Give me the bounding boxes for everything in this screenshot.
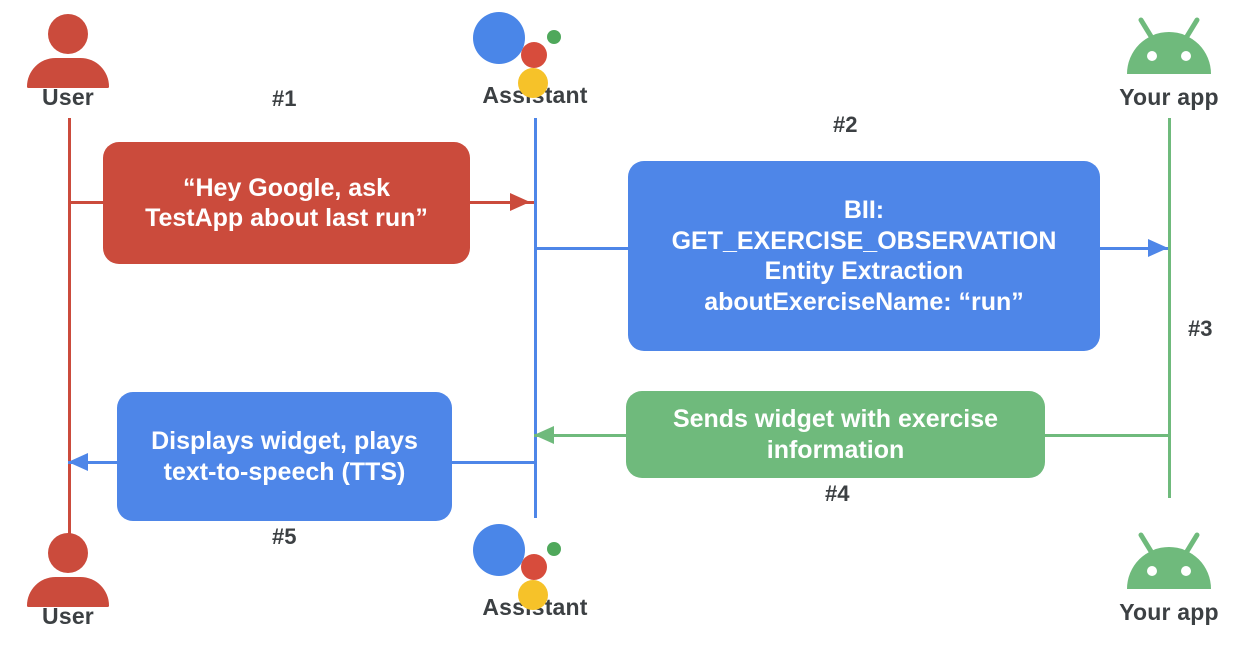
assistant-green-dot (547, 30, 561, 44)
message-2-line-3: Entity Extraction (764, 257, 964, 285)
actor-user-top: User (0, 8, 148, 109)
assistant-blue-dot (473, 524, 525, 576)
assistant-red-dot (521, 42, 547, 68)
user-icon (0, 527, 148, 607)
user-icon (0, 8, 148, 88)
message-box-5: Displays widget, plays text-to-speech (T… (117, 392, 452, 521)
google-assistant-icon (455, 6, 615, 98)
message-1-line-2: TestApp about last run” (145, 204, 428, 232)
assistant-green-dot (547, 542, 561, 556)
lifeline-your-app (1168, 118, 1171, 498)
connector-bii-box-to-app (1100, 247, 1168, 250)
step-label-4: #4 (825, 481, 850, 506)
arrowhead-app-to-assistant (534, 426, 554, 444)
user-head-shape (48, 14, 88, 54)
arrowhead-user-to-assistant (510, 193, 530, 211)
arrowhead-bii-box-to-app (1148, 239, 1168, 257)
step-label-5: #5 (272, 524, 297, 549)
message-box-4: Sends widget with exercise information (626, 391, 1045, 478)
actor-label-user-top: User (42, 84, 94, 110)
message-box-1: “Hey Google, ask TestApp about last run” (103, 142, 470, 264)
actor-user-bottom: User (0, 527, 148, 628)
actor-assistant-bottom: Assistant (455, 518, 615, 619)
message-5-line-1: Displays widget, plays (151, 427, 418, 455)
android-icon (1089, 523, 1244, 601)
message-2-line-4: aboutExerciseName: “run” (704, 287, 1024, 316)
android-icon-svg (1127, 17, 1211, 74)
actor-label-your-app-bottom: Your app (1119, 599, 1219, 625)
step-label-2: #2 (833, 112, 858, 137)
assistant-yellow-dot (518, 68, 548, 98)
actor-label-your-app-top: Your app (1119, 84, 1219, 110)
actor-assistant-top: Assistant (455, 6, 615, 107)
assistant-red-dot (521, 554, 547, 580)
step-label-3: #3 (1188, 316, 1213, 341)
message-4-line-2: information (766, 435, 905, 464)
message-2-line-1: BII: (843, 196, 885, 224)
lifeline-user (68, 118, 71, 538)
user-body-shape (27, 58, 109, 88)
assistant-yellow-dot (518, 580, 548, 610)
user-body-shape (27, 577, 109, 607)
actor-your-app-top: Your app (1089, 8, 1244, 109)
message-4-line-1: Sends widget with exercise (672, 405, 999, 433)
connector-assistant-to-bii-box (534, 247, 636, 250)
step-label-1: #1 (272, 86, 297, 111)
message-5-line-2: text-to-speech (TTS) (163, 457, 406, 486)
message-box-2: BII: GET_EXERCISE_OBSERVATION Entity Ext… (628, 161, 1100, 351)
android-icon-svg (1127, 532, 1211, 589)
assistant-blue-dot (473, 12, 525, 64)
message-2-line-2: GET_EXERCISE_OBSERVATION (671, 226, 1057, 255)
google-assistant-icon (455, 518, 615, 610)
actor-your-app-bottom: Your app (1089, 523, 1244, 624)
arrowhead-assistant-to-user (68, 453, 88, 471)
actor-label-user-bottom: User (42, 603, 94, 629)
user-head-shape (48, 533, 88, 573)
lifeline-assistant (534, 118, 537, 518)
message-1-line-1: “Hey Google, ask (182, 173, 391, 202)
android-icon (1089, 8, 1244, 86)
